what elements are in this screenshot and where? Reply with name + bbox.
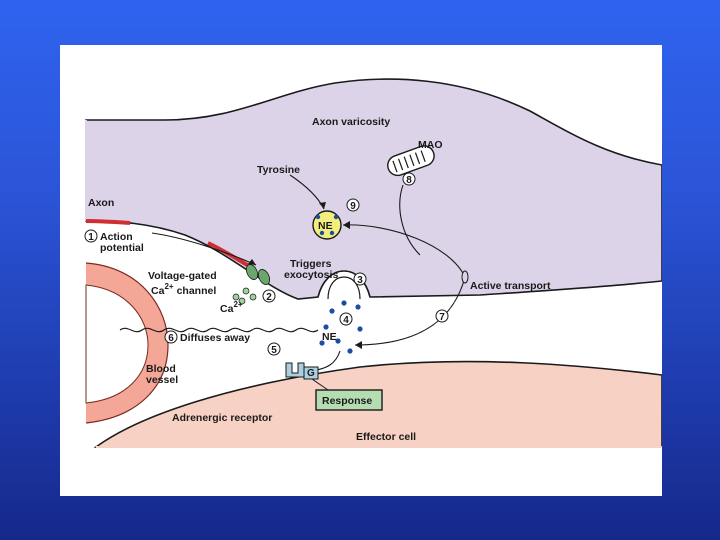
response-box — [315, 389, 383, 411]
arrowheads — [248, 202, 362, 349]
axon-varicosity — [85, 78, 662, 300]
step-3-number: 3 — [357, 275, 363, 286]
response-label: Response — [322, 395, 372, 407]
ne-vesicle — [312, 210, 342, 240]
g-protein — [303, 366, 319, 380]
axon-label: Axon — [88, 197, 114, 209]
action-potential-arrow — [151, 232, 257, 266]
step-8-number: 8 — [406, 175, 412, 186]
step-6-marker — [164, 330, 178, 344]
ca-channel-label: Ca2+channel — [151, 282, 216, 297]
calcium-ions — [232, 287, 257, 305]
step-9-marker — [346, 198, 360, 212]
blood-label: Blood — [146, 363, 176, 375]
adrenergic-synapse-diagram: G Response 1 2 3 4 5 6 7 8 9 Axon varico… — [84, 78, 662, 448]
active-transport-carrier — [461, 270, 469, 284]
vessel-label: vessel — [146, 374, 178, 386]
released-ne-label: NE — [322, 331, 337, 343]
triggers-label: Triggers — [290, 258, 332, 270]
exocytosis-pore — [327, 276, 361, 300]
transport-to-vesicle-arrow — [342, 224, 466, 278]
vesicle-ne-molecules — [315, 214, 339, 236]
adrenergic-receptor — [285, 362, 305, 378]
axon-varicosity-label: Axon varicosity — [312, 116, 390, 128]
slide-canvas: G Response 1 2 3 4 5 6 7 8 9 Axon varico… — [60, 45, 662, 496]
step-2-marker — [262, 289, 276, 303]
reuptake-arrow — [354, 276, 466, 346]
step-7-marker — [435, 309, 449, 323]
tyrosine-label: Tyrosine — [257, 164, 300, 176]
g-protein-label: G — [307, 368, 315, 379]
step-6-number: 6 — [168, 333, 174, 344]
step-1-number: 1 — [88, 232, 94, 243]
effector-cell-label: Effector cell — [356, 431, 416, 443]
exocytosis-label: exocytosis — [284, 269, 338, 281]
step-9-number: 9 — [350, 201, 356, 212]
mitochondrion-mao — [387, 145, 435, 177]
step-4-marker — [339, 312, 353, 326]
active-transport-label: Active transport — [470, 280, 551, 292]
adrenergic-receptor-label: Adrenergic receptor — [172, 412, 272, 424]
action-label: Action — [100, 231, 133, 243]
step-5-number: 5 — [271, 345, 277, 356]
diffuses-away-label: Diffuses away — [180, 332, 250, 344]
action-potential-segment-1 — [85, 219, 131, 225]
vesicle-ne-label: NE — [318, 220, 333, 232]
voltage-gated-channel — [245, 264, 271, 285]
step-8-marker — [402, 172, 416, 186]
potential-label: potential — [100, 242, 144, 254]
voltage-gated-label: Voltage-gated — [148, 270, 217, 282]
mao-label: MAO — [418, 139, 443, 151]
step-2-number: 2 — [266, 292, 272, 303]
step-markers — [84, 172, 449, 356]
diffusion-path — [119, 327, 319, 333]
ca-ion-label: Ca2+ — [220, 300, 243, 315]
step-1-marker — [84, 229, 98, 243]
step-3-marker — [353, 272, 367, 286]
step-4-number: 4 — [343, 315, 349, 326]
step-7-number: 7 — [439, 312, 445, 323]
blood-vessel — [85, 262, 169, 424]
mao-arrow — [399, 184, 421, 256]
step-5-marker — [267, 342, 281, 356]
